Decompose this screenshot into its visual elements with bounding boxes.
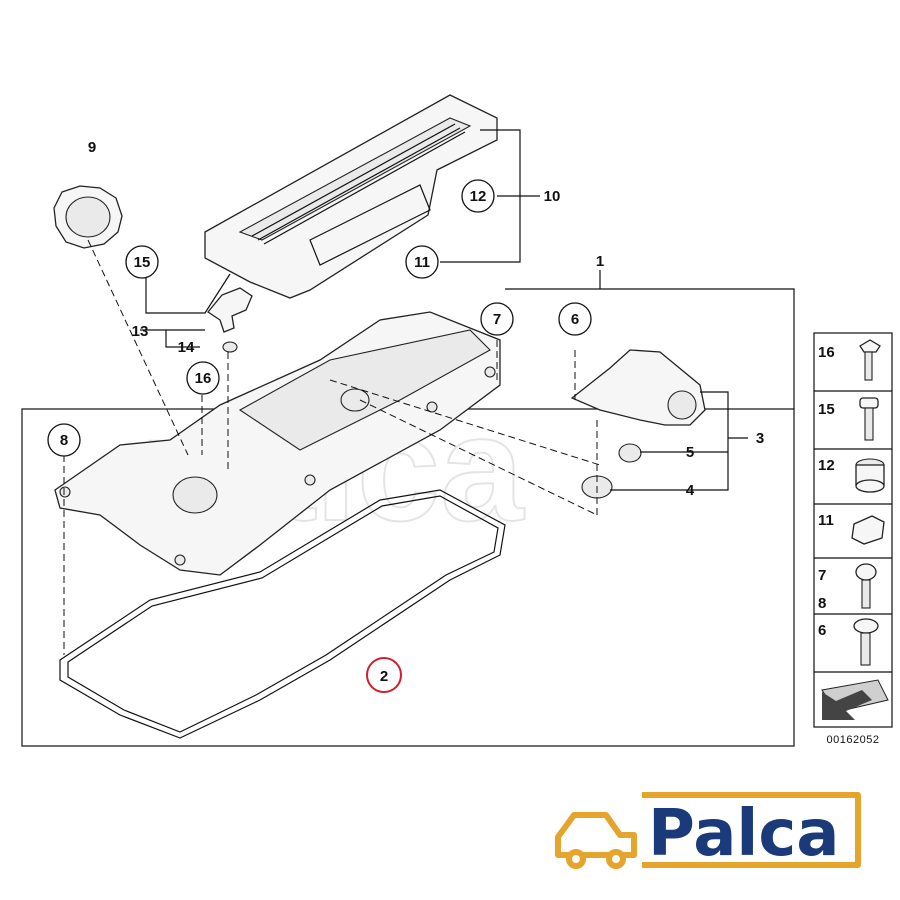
callout-6: 6: [558, 302, 592, 336]
grommet-11-icon: [851, 515, 885, 545]
callout-15: 15: [125, 245, 159, 279]
camshaft-sensor: [207, 287, 253, 333]
callout-13: 13: [132, 323, 149, 340]
crankcase-vent-valve: [570, 349, 706, 426]
arrow-icon: [821, 679, 889, 720]
side-label-11: 11: [818, 512, 834, 529]
svg-text:6: 6: [571, 311, 579, 328]
callout-3: 3: [756, 430, 764, 447]
svg-text:16: 16: [195, 370, 212, 387]
svg-text:8: 8: [60, 432, 68, 449]
svg-text:15: 15: [134, 254, 151, 271]
callout-16: 16: [186, 361, 220, 395]
o-ring-5: [618, 443, 642, 463]
bolt-6-icon: [853, 618, 879, 666]
svg-text:9: 9: [88, 139, 96, 156]
svg-text:2: 2: [380, 668, 388, 685]
callout-8: 8: [47, 423, 81, 457]
callout-14: 14: [178, 339, 195, 356]
side-label-8: 8: [818, 595, 826, 612]
side-label-6: 6: [818, 622, 826, 639]
grommet-12-icon: [855, 458, 885, 493]
callout-10: 10: [544, 188, 561, 205]
catalog-code: 00162052: [827, 734, 880, 746]
side-label-15: 15: [818, 401, 835, 418]
callout-4: 4: [686, 482, 695, 499]
svg-text:7: 7: [493, 311, 501, 328]
logo-frame: [642, 792, 861, 868]
callout-11: 11: [405, 245, 439, 279]
svg-text:11: 11: [414, 254, 430, 271]
stud-7-8-icon: [855, 563, 877, 609]
palca-logo: Palca: [555, 792, 861, 871]
valve-cover-frame: [505, 288, 795, 409]
svg-text:12: 12: [470, 188, 487, 205]
callout-1: 1: [596, 253, 604, 270]
side-label-7: 7: [818, 567, 826, 584]
bolt-16-icon: [859, 339, 881, 381]
logo-text: Palca: [648, 797, 839, 871]
callout-7: 7: [480, 302, 514, 336]
side-label-16: 16: [818, 344, 835, 361]
engine-cover: [204, 94, 498, 299]
side-label-12: 12: [818, 457, 835, 474]
callout-12: 12: [461, 179, 495, 213]
valve-cover: [54, 311, 501, 576]
callout-2-highlighted: 2: [366, 657, 402, 693]
side-panel: 16 15 12 11 7 8 6: [813, 332, 893, 728]
o-ring-14: [222, 341, 238, 353]
car-icon: [555, 812, 637, 869]
oil-filler-cap: [53, 185, 123, 249]
valve-cover-gasket: [59, 489, 506, 739]
callout-9: 9: [88, 139, 96, 156]
bolt-15-icon: [859, 397, 879, 441]
callout-5: 5: [686, 444, 694, 461]
